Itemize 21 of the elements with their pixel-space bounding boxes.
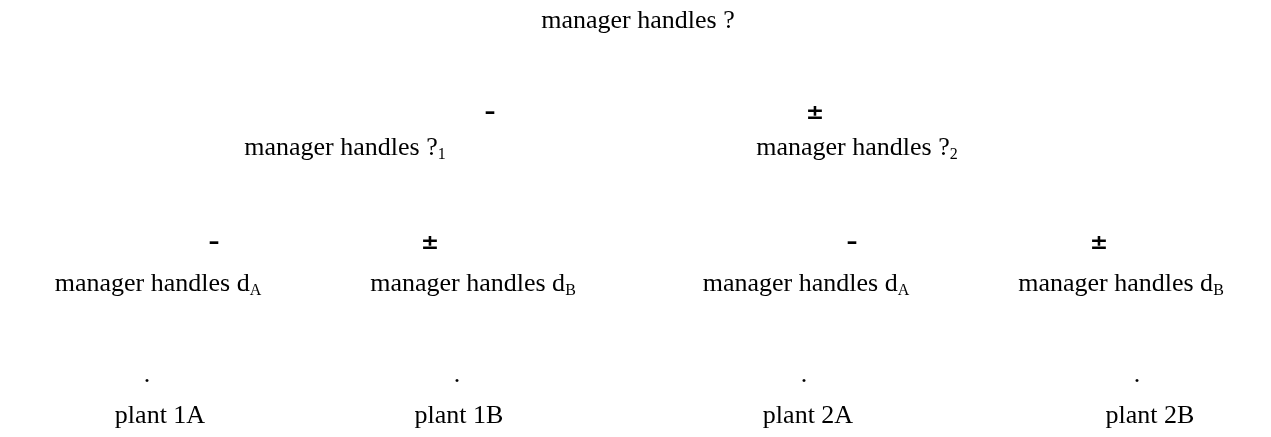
node-label: plant 1B <box>414 400 504 430</box>
sign-mark: – <box>846 230 858 254</box>
node-label: manager handles d$_{A}$ <box>54 268 262 298</box>
sign-mark: ± <box>805 100 825 124</box>
sign-mark: ± <box>420 230 440 254</box>
dot-mark: . <box>1133 362 1141 386</box>
node-label: plant 2B <box>1105 400 1195 430</box>
dot-mark: . <box>453 362 461 386</box>
node-label: plant 2A <box>762 400 854 430</box>
dot-mark: . <box>143 362 151 386</box>
node-label: manager handles ?$_{2}$ <box>756 132 958 162</box>
node-label: manager handles d$_{A}$ <box>702 268 910 298</box>
sign-mark: ± <box>1089 230 1109 254</box>
node-label: manager handles d$_{B}$ <box>370 268 576 298</box>
dot-mark: . <box>800 362 808 386</box>
node-label: manager handles d$_{B}$ <box>1018 268 1224 298</box>
sign-mark: – <box>208 230 220 254</box>
node-label: manager handles ? <box>541 5 735 35</box>
node-label: manager handles ?$_{1}$ <box>244 132 446 162</box>
sign-mark: – <box>484 100 496 124</box>
node-label: plant 1A <box>114 400 206 430</box>
